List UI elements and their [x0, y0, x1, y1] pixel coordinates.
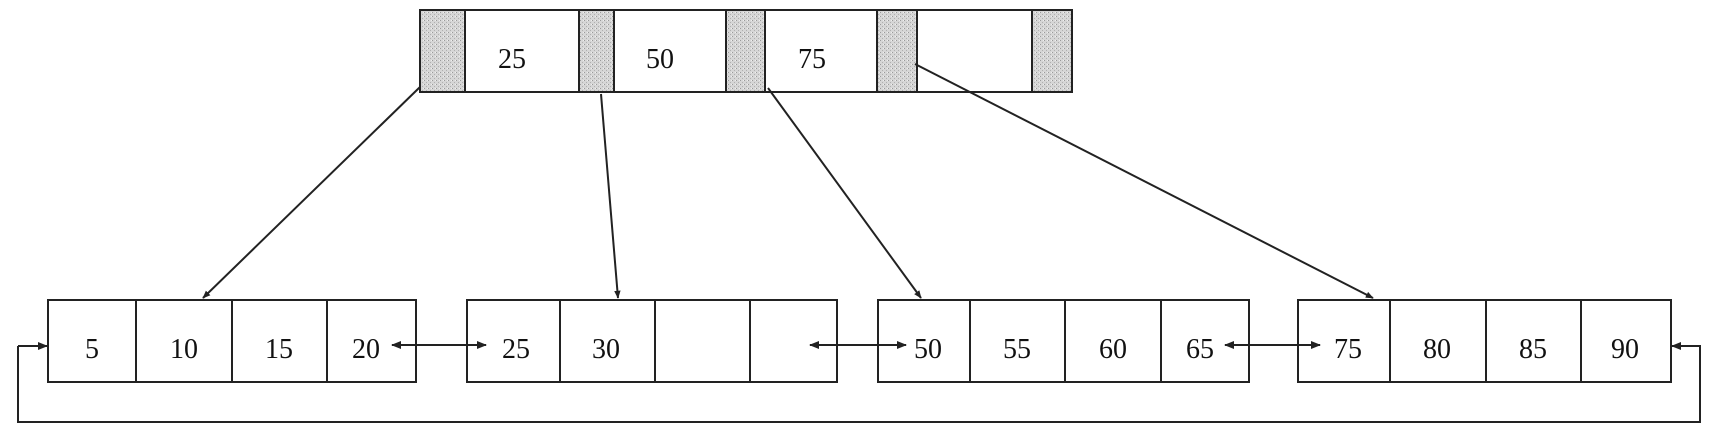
leaf-4-key-2: 85: [1519, 334, 1547, 365]
leaf-1-key-3: 20: [352, 334, 380, 365]
wrap-around-link: [17, 342, 1701, 423]
leaf-1-cell-0: [47, 299, 137, 383]
leaf-node-2: 25 30: [466, 299, 838, 383]
root-key-1: 50: [646, 44, 674, 75]
leaf-1-key-0: 5: [85, 334, 99, 365]
leaf-4-key-1: 80: [1423, 334, 1451, 365]
root-key-2: 75: [798, 44, 826, 75]
leaf-node-3: 50 55 60 65: [877, 299, 1250, 383]
leaf-4-key-3: 90: [1611, 334, 1639, 365]
root-key-cell-3: [916, 9, 1033, 93]
leaf-3-key-2: 60: [1099, 334, 1127, 365]
leaf-node-4: 75 80 85 90: [1297, 299, 1672, 383]
root-pointer-3: [876, 9, 918, 93]
leaf-3-key-1: 55: [1003, 334, 1031, 365]
leaf-1-key-2: 15: [265, 334, 293, 365]
root-pointer-4: [1031, 9, 1073, 93]
child-pointer-arrow-2: [767, 87, 922, 299]
leaf-3-key-0: 50: [914, 334, 942, 365]
root-key-cell-1: [613, 9, 727, 93]
root-pointer-2: [725, 9, 766, 93]
leaf-1-cell-2: [231, 299, 328, 383]
root-pointer-0: [419, 9, 466, 93]
leaf-3-cell-1: [969, 299, 1066, 383]
child-pointer-arrow-3: [914, 63, 1374, 299]
leaf-4-cell-2: [1485, 299, 1582, 383]
root-key-cell-0: [464, 9, 580, 93]
leaf-2-key-0: 25: [502, 334, 530, 365]
child-pointers: [202, 63, 1374, 299]
leaf-2-cell-3: [749, 299, 838, 383]
child-pointer-arrow-1: [600, 93, 621, 299]
leaf-2-key-1: 30: [592, 334, 620, 365]
leaf-3-cell-2: [1064, 299, 1162, 383]
leaf-2-cell-1: [559, 299, 656, 383]
leaf-1-cell-1: [135, 299, 233, 383]
leaf-node-1: 5 10 15 20: [47, 299, 417, 383]
leaf-2-cell-2: [654, 299, 751, 383]
leaf-3-key-3: 65: [1186, 334, 1214, 365]
root-key-0: 25: [498, 44, 526, 75]
leaf-4-key-0: 75: [1334, 334, 1362, 365]
leaf-1-key-1: 10: [170, 334, 198, 365]
child-pointer-arrow-0: [202, 86, 421, 299]
root-node: 25 50 75: [419, 9, 1073, 93]
leaf-4-cell-1: [1389, 299, 1487, 383]
root-pointer-1: [578, 9, 615, 93]
leaf-4-cell-3: [1580, 299, 1672, 383]
